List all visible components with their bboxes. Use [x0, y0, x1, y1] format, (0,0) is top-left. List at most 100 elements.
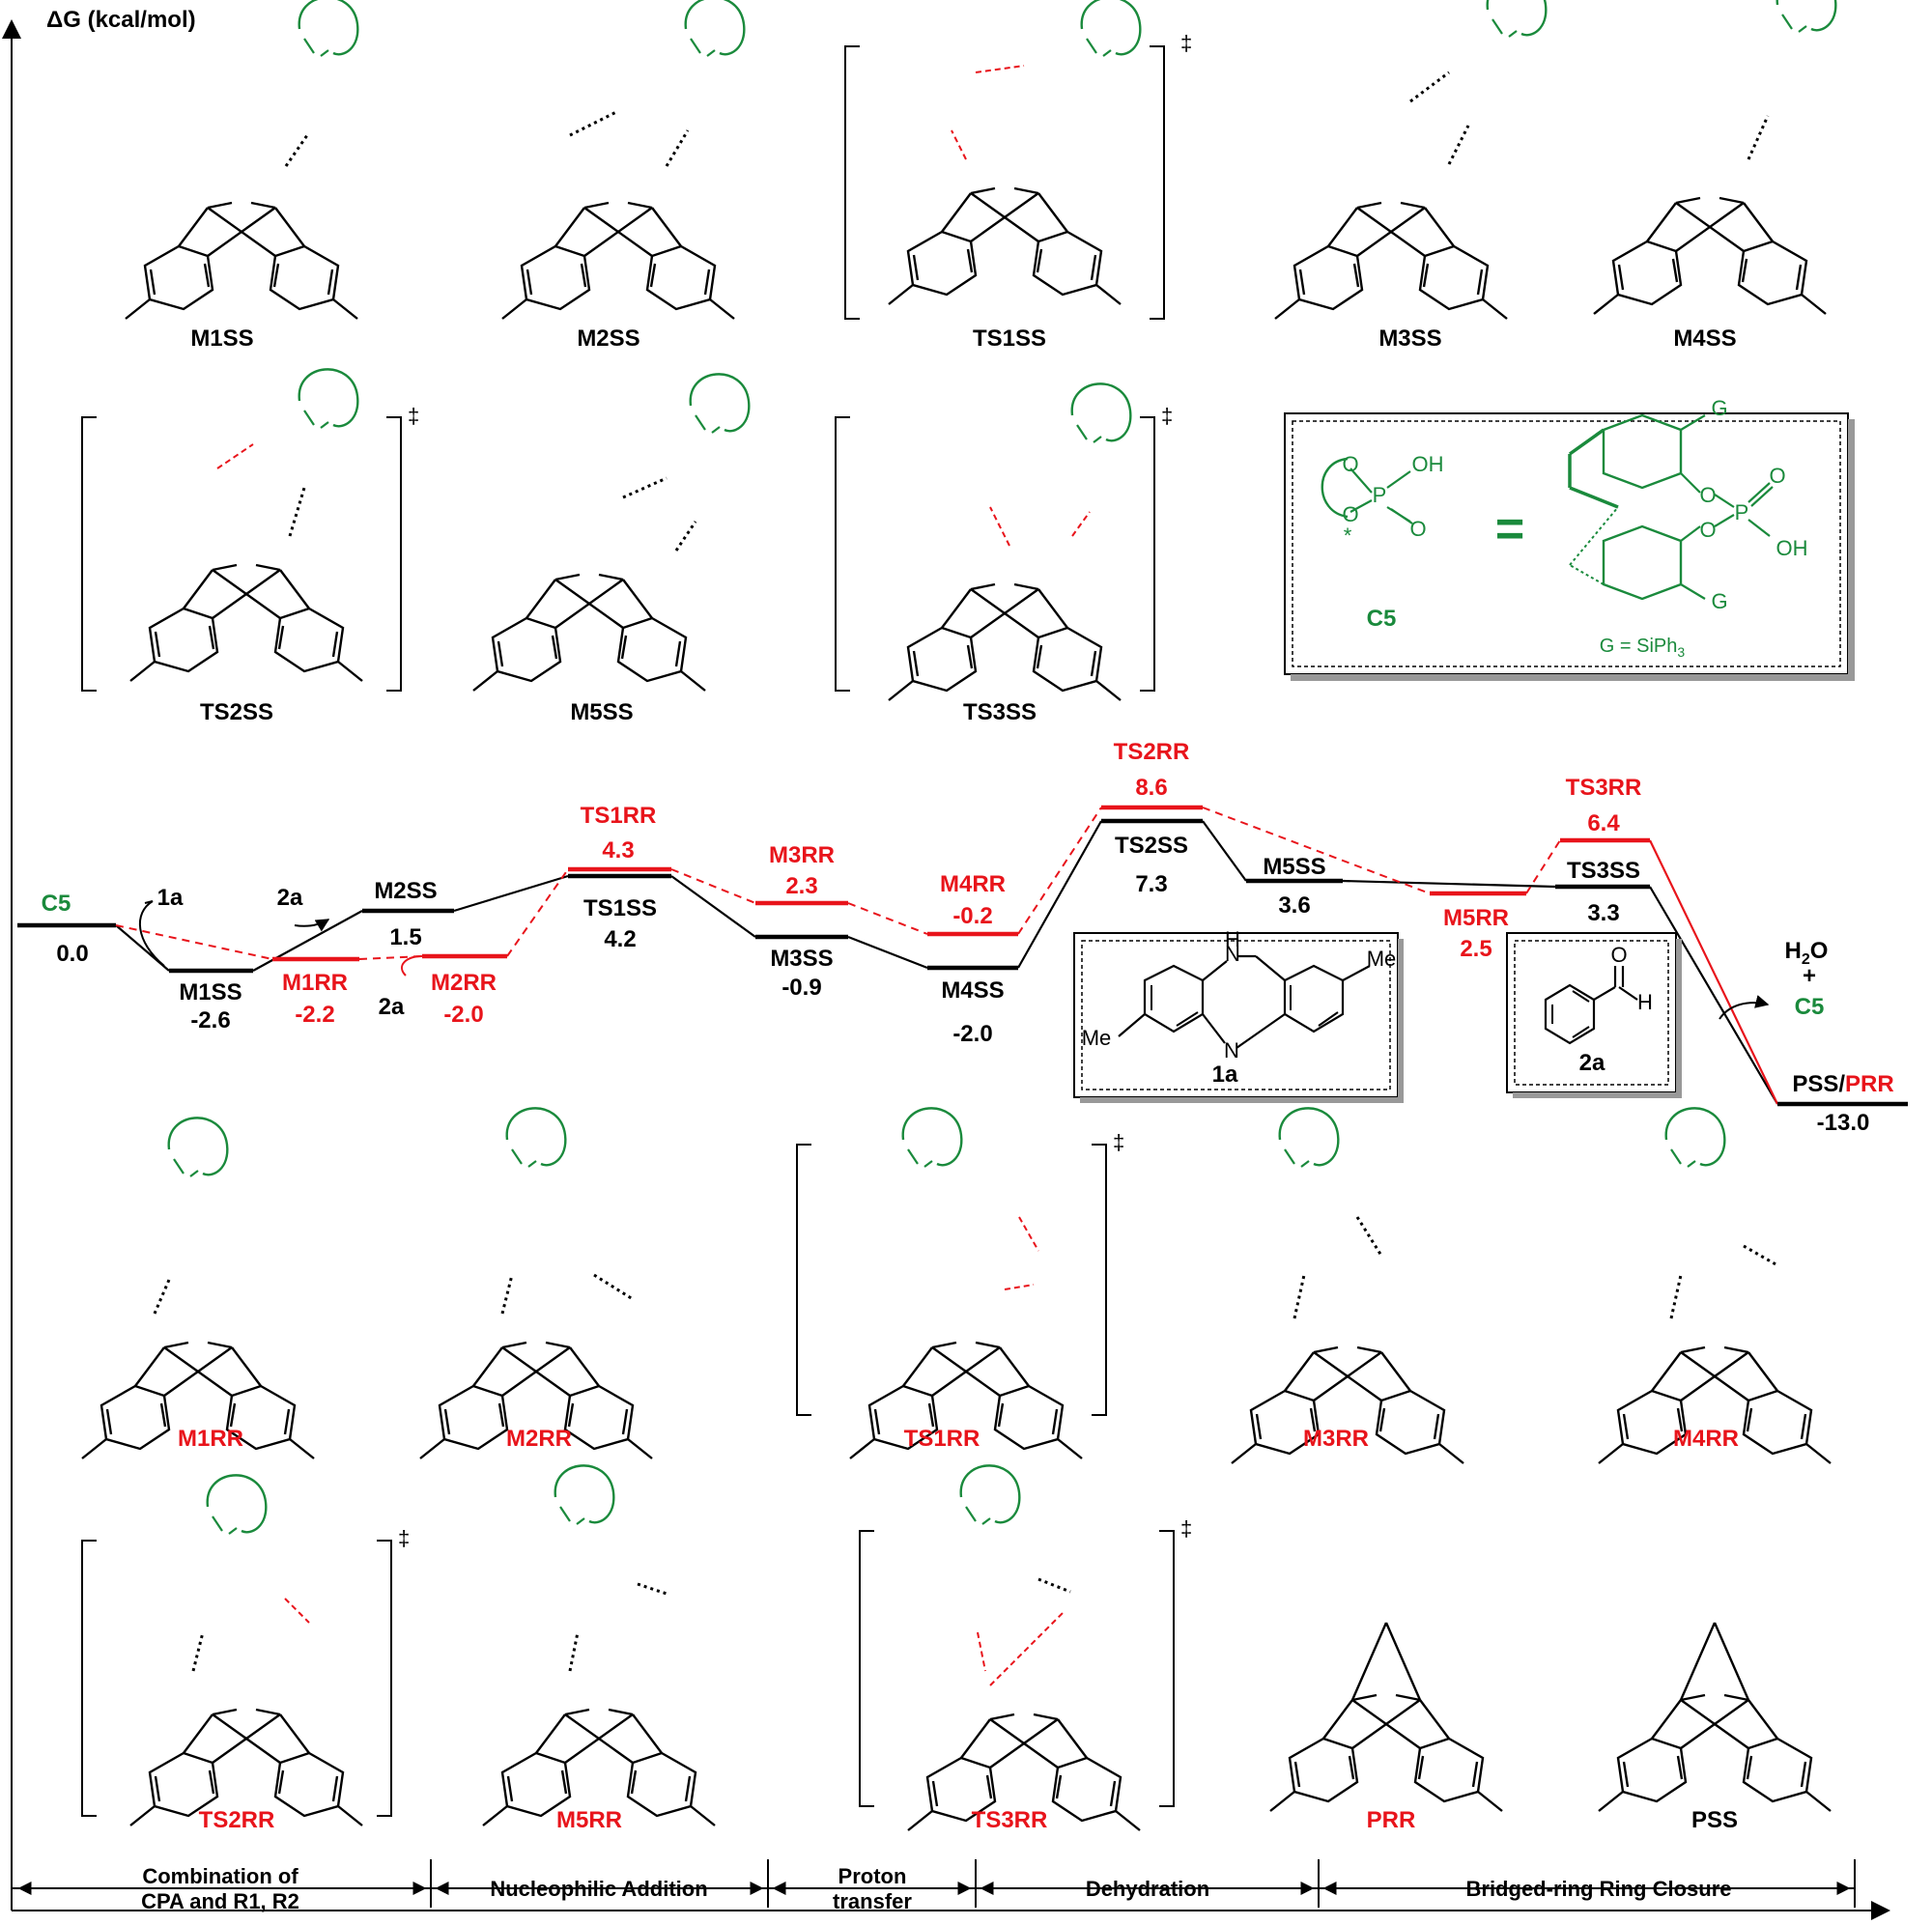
dagger-ts3rr: ‡: [1180, 1516, 1192, 1541]
label-m3rr: M3RR: [769, 842, 835, 868]
legend-o2: O: [1342, 502, 1358, 526]
atom-me-right: Me: [1367, 947, 1397, 971]
structure-ts3ss: [835, 382, 1155, 702]
dagger-ts1ss: ‡: [1180, 31, 1192, 55]
caption-ts2rr: TS2RR: [199, 1807, 275, 1833]
label-ts3rr: TS3RR: [1566, 775, 1642, 801]
structure-m5ss: [471, 373, 751, 693]
phase-bar: [12, 1859, 1856, 1908]
caption-prr: PRR: [1367, 1807, 1416, 1833]
structure-ts2rr: [81, 1474, 392, 1827]
dagger-ts2ss: ‡: [408, 404, 419, 428]
legend-g-bot: G: [1711, 589, 1727, 613]
caption-m4ss: M4SS: [1673, 326, 1736, 352]
structure-m5rr: [481, 1464, 717, 1827]
label-ts3ss: TS3SS: [1567, 858, 1640, 884]
structure-pss: [1597, 1622, 1833, 1813]
label-m5ss: M5SS: [1263, 854, 1325, 880]
caption-pss: PSS: [1691, 1807, 1738, 1833]
structure-m2ss: [500, 0, 746, 321]
atom-n-bot: N: [1224, 1038, 1239, 1062]
caption-m1ss: M1SS: [190, 326, 253, 352]
value-m1rr: -2.2: [295, 1002, 334, 1028]
legend-c5-label: C5: [1367, 606, 1397, 632]
value-m3rr: 2.3: [785, 873, 817, 899]
value-ts1rr: 4.3: [602, 837, 634, 863]
reagent-2a-box: [1506, 932, 1682, 1098]
release-water: H2O: [1785, 938, 1829, 968]
caption-ts3ss: TS3SS: [963, 699, 1037, 725]
value-c5: 0.0: [56, 941, 88, 967]
legend-g-definition: G = SiPh3: [1600, 636, 1686, 660]
label-m2rr: M2RR: [431, 970, 497, 996]
caption-m1rr: M1RR: [178, 1426, 243, 1452]
label-m2ss: M2SS: [374, 878, 437, 904]
label-ts1rr: TS1RR: [581, 803, 657, 829]
structure-m3rr: [1230, 1107, 1465, 1465]
value-m1ss: -2.6: [190, 1007, 230, 1033]
value-ts1ss: 4.2: [604, 926, 636, 952]
legend-equals: =: [1495, 501, 1524, 557]
structure-m1ss: [124, 0, 359, 321]
legend-oh2: OH: [1776, 536, 1808, 560]
phase-2-label: Nucleophilic Addition: [490, 1877, 707, 1901]
atom-h-2a: H: [1637, 990, 1653, 1014]
legend-p2: P: [1735, 500, 1749, 524]
phase-1-line1: Combination of: [142, 1864, 298, 1888]
value-m5ss: 3.6: [1278, 892, 1310, 919]
value-ts3rr: 6.4: [1587, 810, 1620, 836]
atom-o-2a: O: [1610, 943, 1627, 967]
caption-ts2ss: TS2SS: [200, 699, 273, 725]
label-m1rr: M1RR: [282, 970, 348, 996]
dagger-ts1rr: ‡: [1113, 1130, 1124, 1154]
structure-prr: [1268, 1622, 1504, 1813]
label-ts2rr: TS2RR: [1114, 739, 1190, 765]
phase-5-label: Bridged-ring Ring Closure: [1466, 1877, 1732, 1901]
value-m3ss: -0.9: [781, 975, 821, 1001]
label-m1ss: M1SS: [179, 979, 242, 1005]
atom-me-left: Me: [1082, 1026, 1112, 1050]
value-m2ss: 1.5: [389, 924, 421, 950]
value-ts2rr: 8.6: [1135, 775, 1167, 801]
caption-ts1ss: TS1SS: [973, 326, 1046, 352]
phase-4-label: Dehydration: [1086, 1877, 1209, 1901]
structure-m2rr: [418, 1107, 654, 1460]
caption-m2ss: M2SS: [577, 326, 639, 352]
legend-g-top: G: [1711, 396, 1727, 420]
caption-ts3rr: TS3RR: [972, 1807, 1048, 1833]
label-m5rr: M5RR: [1443, 905, 1509, 931]
atom-n-top: N: [1225, 942, 1240, 966]
release-catalyst: C5: [1795, 994, 1825, 1020]
label-c5: C5: [42, 891, 71, 917]
label-m3ss: M3SS: [770, 946, 833, 972]
phase-3-line2: transfer: [833, 1889, 912, 1913]
structure-m4ss: [1592, 0, 1837, 316]
phase-3-line1: Proton: [838, 1864, 907, 1888]
label-m4rr: M4RR: [940, 871, 1006, 897]
caption-ts1rr: TS1RR: [904, 1426, 980, 1452]
value-m4ss: -2.0: [952, 1021, 992, 1047]
label-ts2ss: TS2SS: [1115, 833, 1188, 859]
legend-o3: O: [1409, 517, 1426, 541]
legend-o-a: O: [1699, 483, 1716, 507]
legend-p: P: [1373, 483, 1387, 507]
value-ts2ss: 7.3: [1135, 871, 1167, 897]
structure-ts2ss: [81, 368, 402, 692]
legend-star: *: [1344, 524, 1352, 548]
caption-m5ss: M5SS: [570, 699, 633, 725]
reagent-1a-label: 1a: [1212, 1062, 1238, 1088]
caption-m2rr: M2RR: [506, 1426, 572, 1452]
structure-m4rr: [1597, 1107, 1833, 1465]
label-ts1ss: TS1SS: [583, 895, 657, 921]
dagger-ts2rr: ‡: [398, 1526, 410, 1550]
value-product: -13.0: [1817, 1110, 1870, 1136]
atom-h-top: H: [1225, 927, 1240, 951]
catalyst-legend-box: [1284, 412, 1855, 681]
value-m2rr: -2.0: [443, 1002, 483, 1028]
dagger-ts3ss: ‡: [1161, 404, 1173, 428]
value-m4rr: -0.2: [952, 903, 992, 929]
phase-1-line2: CPA and R1, R2: [141, 1889, 299, 1913]
caption-m4rr: M4RR: [1673, 1426, 1739, 1452]
arrow-label-2a-rr: 2a: [379, 994, 405, 1020]
legend-o-c: O: [1769, 464, 1785, 488]
